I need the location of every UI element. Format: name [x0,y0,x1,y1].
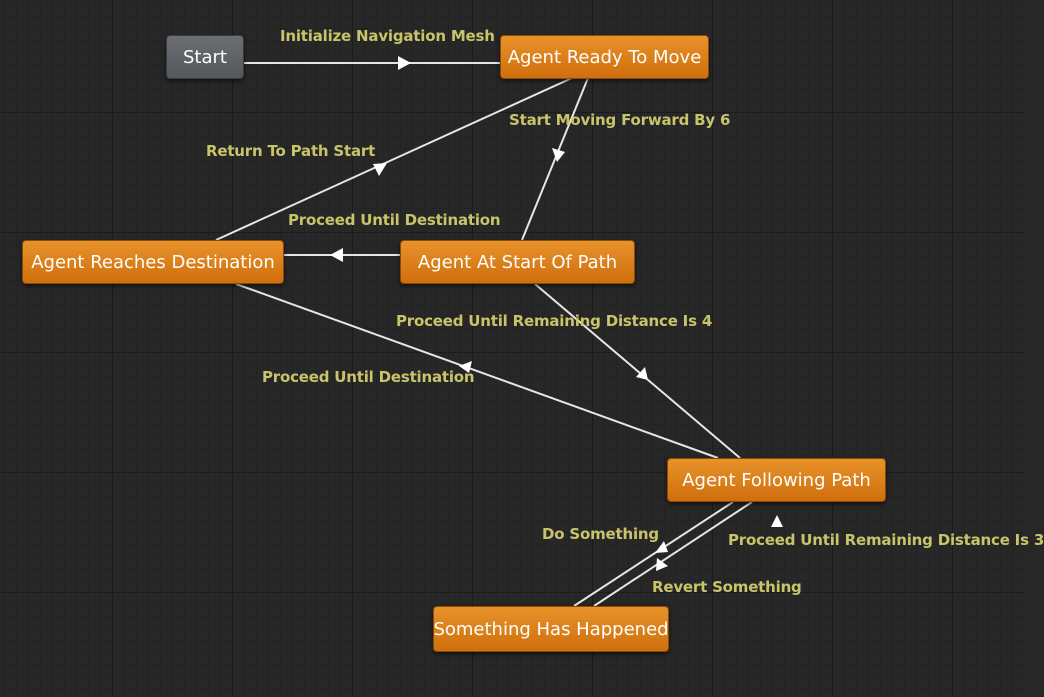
arrowhead-do-something [655,541,668,553]
transition-label-remaining-3: Proceed Until Remaining Distance Is 3 [728,531,1044,549]
arrowhead-proceed-dest-2 [459,361,472,373]
state-agent-ready-to-move[interactable]: Agent Ready To Move [500,35,709,79]
state-agent-reaches-destination[interactable]: Agent Reaches Destination [22,240,284,284]
arrowhead-proceed-dest-1 [330,248,343,262]
state-agent-at-start-of-path[interactable]: Agent At Start Of Path [400,240,635,284]
transition-label-start-moving: Start Moving Forward By 6 [509,111,731,129]
transition-label-init-nav-mesh: Initialize Navigation Mesh [280,27,495,45]
edge-remaining-4 [534,283,741,459]
arrowhead-revert-something [656,558,668,571]
arrowhead-init [398,56,411,70]
transition-label-do-something: Do Something [542,525,659,543]
transition-label-remaining-4: Proceed Until Remaining Distance Is 4 [396,312,713,330]
arrowhead-remaining-3 [771,515,783,527]
edge-return-to-start [215,77,573,241]
transition-label-return-to-start: Return To Path Start [206,142,376,160]
transition-label-revert-something: Revert Something [652,578,802,596]
transition-label-proceed-dest-2: Proceed Until Destination [262,368,475,386]
state-agent-following-path[interactable]: Agent Following Path [667,458,886,502]
state-start[interactable]: Start [166,35,244,79]
arrowhead-remaining-4 [636,367,648,380]
edge-revert-something [593,501,753,607]
edge-do-something [573,501,734,607]
edge-proceed-dest-2 [235,283,719,459]
edge-start-moving [521,77,589,241]
transition-label-proceed-dest-1: Proceed Until Destination [288,211,501,229]
arrowhead-return-to-start [373,163,387,176]
arrowhead-start-moving [552,148,565,162]
state-something-has-happened[interactable]: Something Has Happened [433,606,669,652]
